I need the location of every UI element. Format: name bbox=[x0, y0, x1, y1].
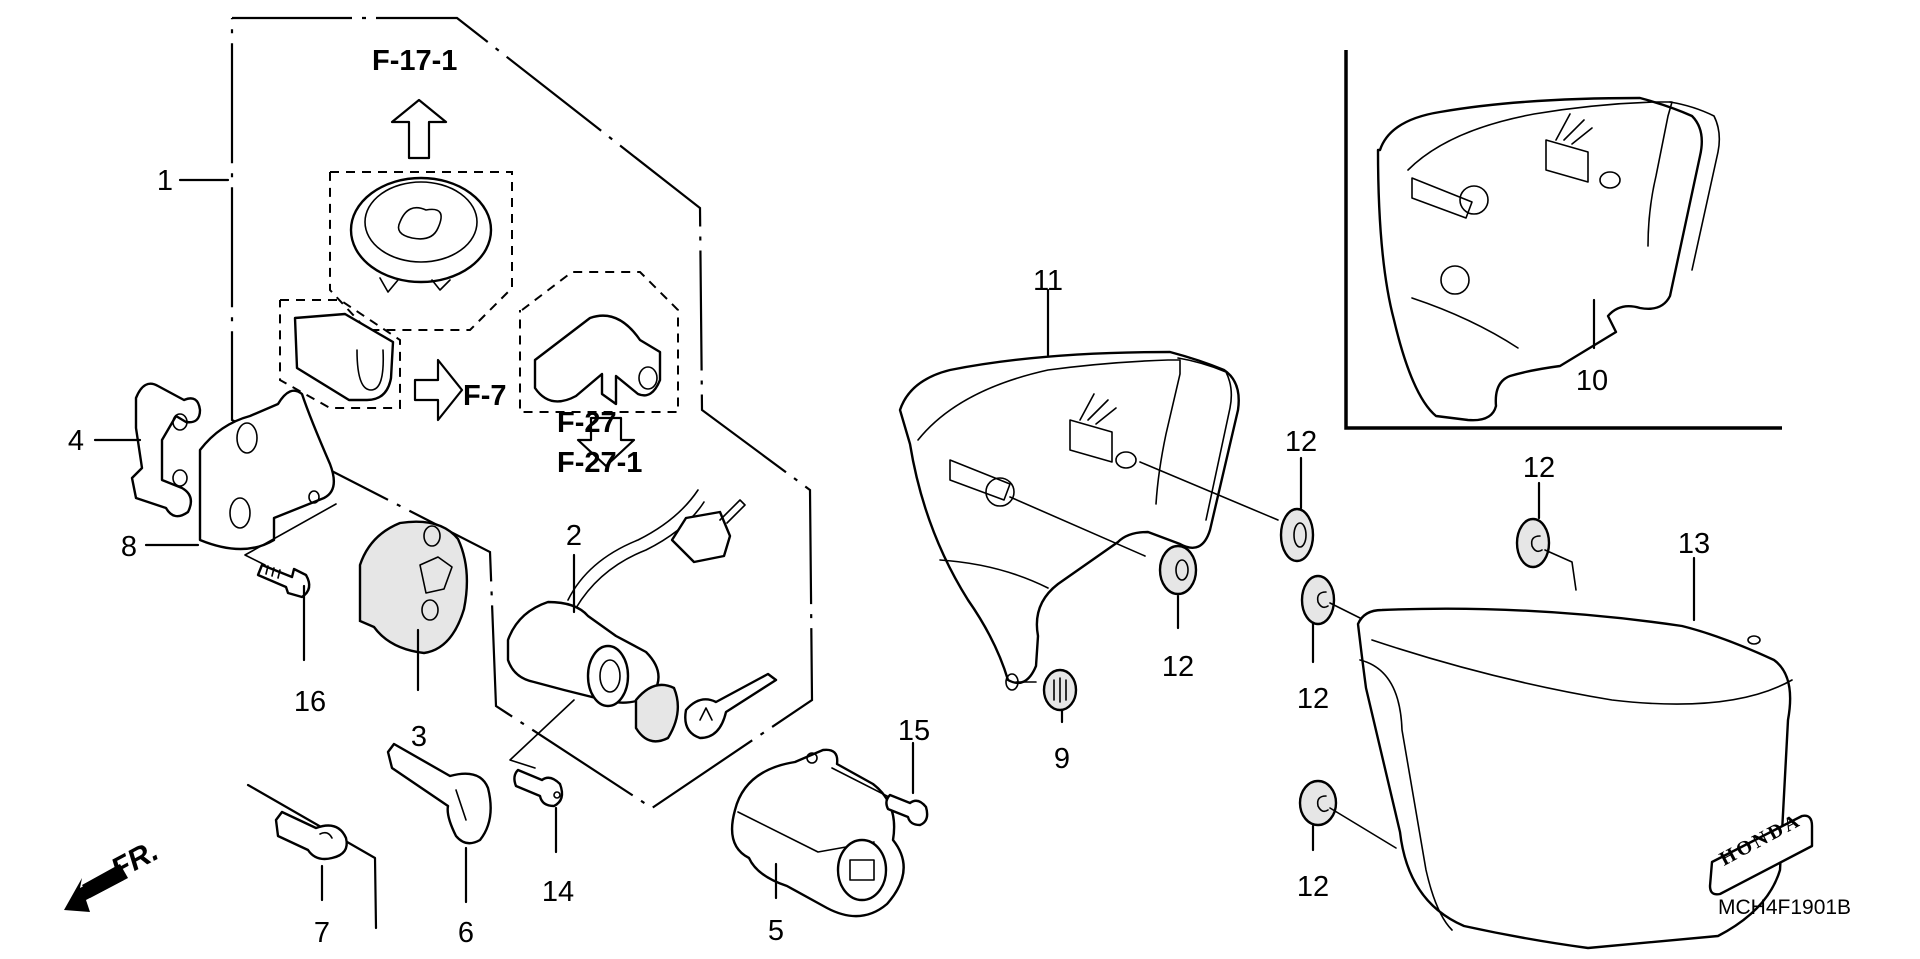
callout-5[interactable]: 5 bbox=[768, 915, 784, 947]
cross-ref-right-arrow bbox=[413, 358, 464, 422]
cross-ref-right[interactable]: F-7 bbox=[463, 380, 507, 412]
grommet-12d bbox=[1515, 517, 1551, 569]
inset-frame bbox=[1344, 50, 1782, 430]
grommet-12b bbox=[1158, 544, 1198, 596]
cross-ref-down-arrow bbox=[576, 416, 636, 468]
callout-13[interactable]: 13 bbox=[1678, 528, 1710, 560]
callout-12b[interactable]: 12 bbox=[1162, 651, 1194, 683]
callout-16[interactable]: 16 bbox=[294, 686, 326, 718]
callout-6[interactable]: 6 bbox=[458, 917, 474, 949]
part-8-bracket bbox=[198, 389, 336, 551]
cross-ref-up-arrow bbox=[390, 98, 448, 160]
cross-ref-down-2[interactable]: F-27-1 bbox=[557, 447, 642, 479]
grommet-12e bbox=[1298, 779, 1338, 827]
part-2-screw-leader bbox=[509, 699, 575, 769]
callout-3[interactable]: 3 bbox=[411, 721, 427, 753]
callout-15[interactable]: 15 bbox=[898, 715, 930, 747]
cross-ref-down-1[interactable]: F-27 bbox=[557, 407, 617, 439]
part-11-left-side-cover bbox=[898, 350, 1240, 691]
grommet-leader-1 bbox=[1139, 461, 1279, 521]
callout-9[interactable]: 9 bbox=[1054, 743, 1070, 775]
callout-14[interactable]: 14 bbox=[542, 876, 574, 908]
front-direction-arrow bbox=[64, 864, 128, 912]
callout-2[interactable]: 2 bbox=[566, 520, 582, 552]
honda-emblem bbox=[1708, 814, 1814, 896]
part-14-screw bbox=[513, 768, 564, 808]
drawing-code: MCH4F1901B bbox=[1718, 896, 1851, 919]
part-13-right-side-cover bbox=[1356, 607, 1814, 950]
fuel-cap-assembly bbox=[329, 171, 513, 331]
callout-4[interactable]: 4 bbox=[68, 425, 84, 457]
seat-lock-assembly bbox=[279, 299, 401, 409]
callout-12c[interactable]: 12 bbox=[1297, 683, 1329, 715]
callout-leaders bbox=[93, 178, 1696, 904]
grommet-12c bbox=[1300, 574, 1336, 626]
callout-8[interactable]: 8 bbox=[121, 531, 137, 563]
callout-12e[interactable]: 12 bbox=[1297, 871, 1329, 903]
grommet-12e-leader bbox=[1329, 807, 1397, 849]
part-3-lock-cylinder bbox=[358, 520, 469, 655]
part-8-bolt-leader bbox=[244, 503, 337, 566]
part-10-side-cover bbox=[1376, 96, 1721, 422]
part-5-steering-lock bbox=[730, 748, 905, 918]
part-2-ignition-switch bbox=[506, 489, 778, 743]
part-16-bolt bbox=[256, 563, 311, 599]
callout-10[interactable]: 10 bbox=[1576, 365, 1608, 397]
grommet-12c-leader bbox=[1329, 602, 1361, 619]
part-15-screw bbox=[885, 793, 929, 827]
part-15-leader bbox=[831, 767, 896, 801]
grommet-leader-2 bbox=[1009, 496, 1146, 557]
callout-11[interactable]: 11 bbox=[1033, 265, 1063, 297]
callout-7[interactable]: 7 bbox=[314, 917, 330, 949]
grommet-13-leader bbox=[1544, 549, 1577, 591]
callout-12d[interactable]: 12 bbox=[1523, 452, 1555, 484]
cross-ref-up[interactable]: F-17-1 bbox=[372, 45, 457, 77]
part-6-key bbox=[386, 742, 492, 845]
keys-group-line bbox=[246, 783, 378, 930]
grommet-12a bbox=[1279, 507, 1315, 563]
callout-1[interactable]: 1 bbox=[157, 165, 173, 197]
grommet-9 bbox=[1042, 668, 1078, 712]
callout-12a[interactable]: 12 bbox=[1285, 426, 1317, 458]
part-4-stay bbox=[130, 382, 202, 518]
helmet-lock-assembly bbox=[519, 271, 679, 413]
key-set-boundary bbox=[230, 16, 814, 810]
part-7-blank-key bbox=[274, 810, 348, 861]
